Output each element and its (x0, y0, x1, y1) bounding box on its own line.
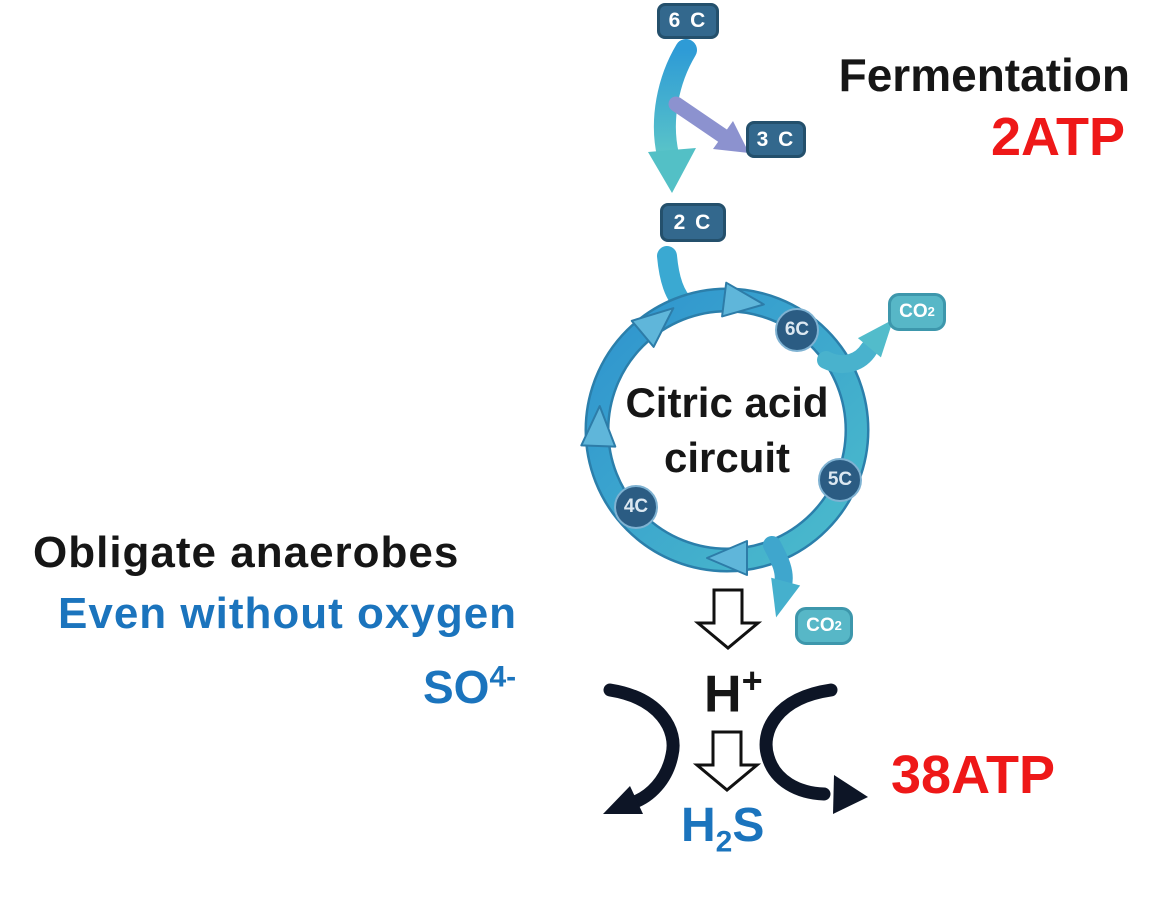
total-atp-label: 38ATP (891, 745, 1056, 805)
glucose-6c-badge: 6 C (657, 3, 719, 39)
cycle-title-line2: circuit (663, 434, 791, 482)
co2-top-text: CO (899, 301, 928, 322)
cycle-title-line1: Citric acid (625, 379, 829, 426)
proton-superscript: + (741, 660, 763, 701)
h2s-s: S (732, 799, 765, 852)
h2s-label: H2S (681, 798, 764, 860)
fermentation-branch-arrow (668, 96, 749, 153)
cycle-title: Citric acid circuit (577, 375, 877, 486)
ring-arrowhead-left (580, 405, 617, 448)
sulfate-label: SO4- (423, 660, 516, 714)
sulfate-superscript: 4- (489, 660, 517, 694)
acetyl-2c-badge: 2 C (660, 203, 726, 242)
down-arrow-to-proton (693, 588, 763, 650)
proton-cycle-arc-left (603, 683, 680, 814)
co2-bottom-text: CO (806, 615, 835, 636)
glycolysis-arrow (648, 39, 697, 193)
proton-label: H+ (704, 660, 763, 724)
ring-node-4c: 4C (614, 485, 658, 529)
obligate-anaerobes-label: Obligate anaerobes (33, 528, 460, 577)
ring-arrowhead-top (721, 281, 765, 318)
down-arrow-to-h2s (692, 730, 762, 792)
fermentation-label: Fermentation (838, 49, 1130, 101)
proton-cycle-arc-right (759, 683, 868, 814)
fermentation-atp-label: 2ATP (990, 107, 1125, 167)
h2s-h: H (681, 799, 716, 852)
pyruvate-3c-badge: 3 C (746, 121, 806, 158)
sulfate-base: SO (423, 661, 490, 713)
co2-release-arm-top (817, 319, 894, 373)
even-without-oxygen-label: Even without oxygen (58, 589, 518, 638)
ring-arrowhead-upper-left (630, 307, 675, 348)
ring-direction-arrowheads (580, 281, 765, 576)
h2s-subscript: 2 (715, 825, 733, 859)
ring-arrowhead-bottom (706, 540, 748, 576)
co2-release-arm-bottom (763, 536, 801, 618)
ring-node-5c: 5C (818, 458, 862, 502)
proton-base: H (704, 665, 742, 724)
ring-node-6c: 6C (775, 308, 819, 352)
